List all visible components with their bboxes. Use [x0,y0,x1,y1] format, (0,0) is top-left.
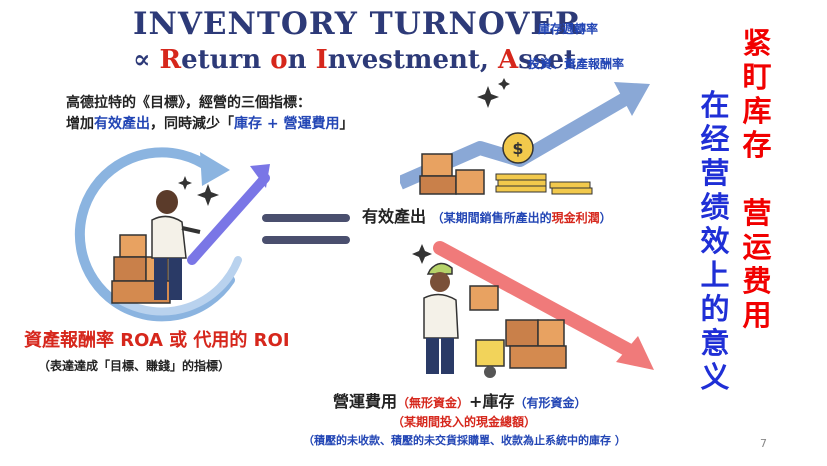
cycle-arrow-icon [74,147,242,322]
equals-icon [262,214,350,244]
person-icon [151,190,201,300]
title-word-rest: n [287,45,316,75]
decline-arrow-icon [433,241,654,370]
inventory-subtitle: （積壓的未收款、積壓的未交貨採購單、收款為止系統中的庫存 ） [303,434,626,447]
sparkle-icon [178,176,219,206]
sparkle-icon [477,78,510,108]
growth-arrow-icon [187,164,270,265]
title-word-rest: eturn [181,45,271,75]
title-inventory-turnover-zh: 庫存週轉率 [538,22,599,36]
inventory-tag: （有形資金） [514,396,587,410]
growth-illustration: $ [400,78,650,195]
title-word-initial: I [315,45,328,75]
effective-output-label: 有效產出 [362,207,427,226]
sparkle-icon [412,244,432,264]
title-word-initial: R [159,45,182,75]
vertical-text-opex: 营运费用 [742,196,772,332]
roa-subtitle: （表達達成「目標、賺錢」的指標） [38,359,231,373]
title-word-rest: sset [518,45,577,75]
roa-label: 資產報酬率 ROA 或 代用的 ROI [24,330,290,351]
intro-line-1: 高德拉特的《目標》，經營的三個指標： [66,95,311,111]
effective-output-desc: 某期間銷售所產出的 [443,211,552,225]
box-stack-icon [419,153,485,195]
title-roi-zh: 投資、資產報酬率 [528,57,625,71]
roa-cycle-illustration [74,147,270,322]
plus-sign: + [469,392,483,411]
effective-output-highlight: 現金利潤 [551,211,600,225]
hand-truck-icon [475,339,505,378]
opex-label: 營運費用 [333,392,398,411]
title-return-on-investment: ∝ Return on Investment, Asset [133,45,576,75]
effective-output: 有效產出 （某期間銷售所產出的現金利潤） [362,207,612,226]
inventory-label: 庫存 [482,392,515,411]
vertical-text-meaning: 在经营绩效上的意义 [700,88,730,394]
title-word-initial: o [270,45,288,75]
intro-line-2: 增加有效產出，同時減少「庫存 + 營運費用」 [66,116,354,132]
opex-inventory: 營運費用（無形資金）+庫存（有形資金） [333,388,586,412]
title-word-rest: nvestment, [327,45,499,75]
opex-subtitle: （某期間投入的現金總額） [392,415,537,429]
worker-icon [423,262,459,374]
opex-tag: （無形資金） [397,396,470,410]
vertical-text-inventory: 紧盯库存 [742,26,772,162]
svg-text:$: $ [512,139,523,158]
coin-icon: $ [495,132,593,195]
box-stack-icon [469,285,567,369]
title-inventory-turnover: INVENTORY TURNOVER [133,6,582,42]
decline-illustration [412,241,654,378]
intro-text: 高德拉特的《目標》，經營的三個指標： 增加有效產出，同時減少「庫存 + 營運費用… [66,93,353,135]
page-number: 7 [760,437,767,450]
proportional-icon: ∝ [133,45,151,75]
title-word-initial: A [498,45,519,75]
